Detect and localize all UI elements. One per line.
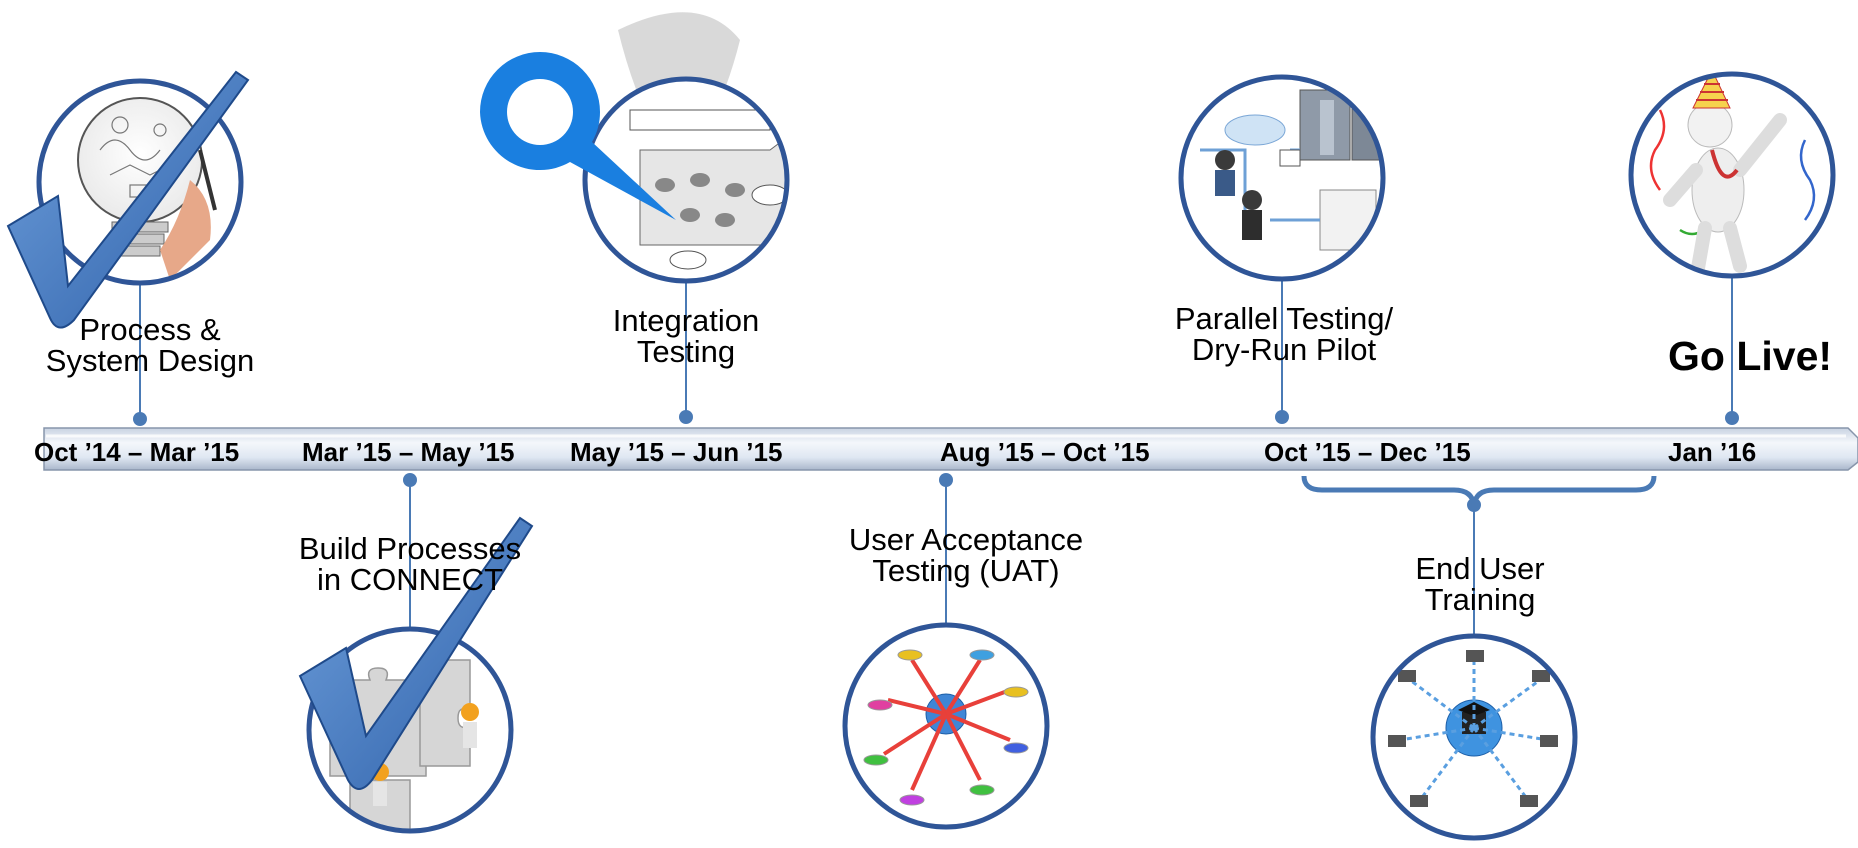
system-testing-flow-icon — [582, 12, 790, 284]
milestone-label-build-processes: Build Processes in CONNECT — [298, 531, 522, 597]
training-brace — [1301, 475, 1657, 506]
date-label-3: May ’15 – Jun ’15 — [570, 437, 783, 467]
training-network-icon — [1370, 633, 1578, 841]
milestone-label-parallel-testing: Parallel Testing/ Dry-Run Pilot — [1174, 301, 1394, 367]
go-live-label: Go Live! — [1668, 333, 1833, 379]
milestone-label-end-user-training: End User Training — [1415, 551, 1545, 617]
checkmark-icon — [298, 516, 534, 790]
date-label-5: Oct ’15 – Dec ’15 — [1264, 437, 1471, 467]
date-label-4: Aug ’15 – Oct ’15 — [940, 437, 1150, 467]
timeline-bar — [43, 427, 1858, 471]
milestone-label-process-design: Process & System Design — [45, 312, 255, 378]
celebration-figure-icon — [1628, 71, 1836, 279]
milestone-label-integration-testing: Integration Testing — [612, 303, 760, 369]
server-network-icon — [1178, 74, 1386, 282]
date-label-1: Oct ’14 – Mar ’15 — [34, 437, 240, 467]
checkmark-icon — [6, 70, 250, 329]
milestone-label-uat: User Acceptance Testing (UAT) — [848, 522, 1084, 588]
user-network-icon — [842, 622, 1050, 830]
location-pin-icon — [480, 52, 676, 220]
connector-lines — [139, 276, 1733, 637]
date-label-6: Jan ’16 — [1668, 437, 1757, 467]
connector-dots — [133, 410, 1739, 512]
date-label-2: Mar ’15 – May ’15 — [302, 437, 515, 467]
